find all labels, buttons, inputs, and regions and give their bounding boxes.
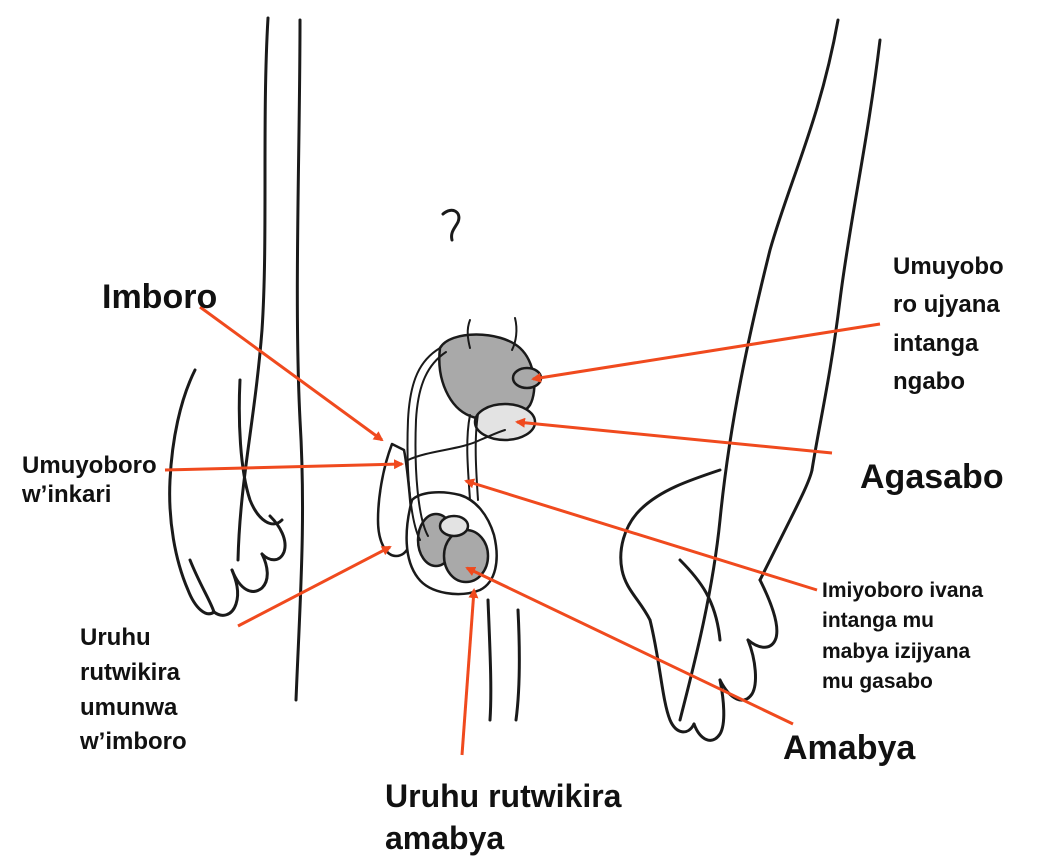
label-foreskin-line-2: rutwikira bbox=[80, 656, 187, 691]
right-hand bbox=[621, 470, 812, 740]
label-seminal-line-4: ngabo bbox=[893, 363, 1004, 401]
label-testes: Amabya bbox=[783, 728, 915, 769]
label-prostate: Agasabo bbox=[860, 457, 1004, 498]
left-torso-outline bbox=[238, 18, 268, 560]
label-scrotum-line-2: amabya bbox=[385, 818, 621, 860]
label-vas-line-1: Imiyoboro ivana bbox=[822, 576, 983, 606]
pointer-foreskin bbox=[238, 547, 390, 626]
genital-organs bbox=[378, 335, 541, 595]
label-foreskin-line-1: Uruhu bbox=[80, 621, 187, 656]
pointer-urethra bbox=[165, 464, 402, 470]
inner-leg-outline bbox=[488, 600, 491, 720]
navel bbox=[443, 210, 459, 240]
label-vas-line-3: mabya izijyana bbox=[822, 637, 983, 667]
label-foreskin-line-4: w’imboro bbox=[80, 725, 187, 760]
label-vas-line-4: mu gasabo bbox=[822, 667, 983, 697]
epididymis bbox=[440, 516, 468, 536]
label-imboro: Imboro bbox=[102, 277, 217, 318]
label-seminal: Umuyobo ro ujyana intanga ngabo bbox=[893, 248, 1004, 402]
label-seminal-line-1: Umuyobo bbox=[893, 248, 1004, 286]
label-scrotum: Uruhu rutwikira amabya bbox=[385, 776, 621, 859]
label-foreskin-line-3: umunwa bbox=[80, 691, 187, 726]
label-vas-line-2: intanga mu bbox=[822, 606, 983, 636]
label-vas-deferens: Imiyoboro ivana intanga mu mabya izijyan… bbox=[822, 576, 983, 698]
right-waist-outline bbox=[680, 20, 838, 720]
inner-leg-outline-2 bbox=[516, 610, 519, 720]
label-seminal-line-2: ro ujyana bbox=[893, 286, 1004, 324]
label-scrotum-line-1: Uruhu rutwikira bbox=[385, 776, 621, 818]
pointer-imboro bbox=[200, 307, 382, 440]
pointer-vas bbox=[466, 481, 817, 590]
pointer-prostate bbox=[517, 422, 832, 453]
vas-deferens-long bbox=[467, 415, 470, 500]
body-outline bbox=[238, 18, 880, 720]
label-urethra-line-2: w’inkari bbox=[22, 481, 157, 510]
label-urethra-line-1: Umuyoboro bbox=[22, 452, 157, 481]
label-urethra: Umuyoboro w’inkari bbox=[22, 452, 157, 510]
left-hand bbox=[170, 370, 285, 615]
label-seminal-line-3: intanga bbox=[893, 325, 1004, 363]
pointer-seminal bbox=[533, 324, 880, 379]
right-torso-outline bbox=[812, 40, 880, 470]
left-leg-outline bbox=[296, 20, 303, 700]
pointer-scrotum bbox=[462, 590, 474, 755]
label-foreskin: Uruhu rutwikira umunwa w’imboro bbox=[80, 621, 187, 760]
